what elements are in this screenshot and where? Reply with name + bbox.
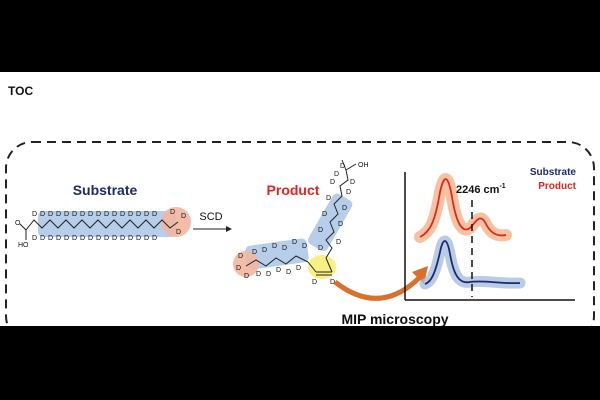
deuterium-atom: D xyxy=(152,211,157,218)
deuterium-atom: D xyxy=(64,211,69,218)
technique-label: MIP microscopy xyxy=(341,311,448,326)
deuterium-atom: D xyxy=(302,243,307,250)
deuterium-atom: D xyxy=(120,211,125,218)
deuterium-atom: D xyxy=(256,271,261,278)
deuterium-atom: D xyxy=(276,267,281,274)
deuterium-atom: D xyxy=(322,211,327,218)
deuterium-atom: D xyxy=(330,279,335,286)
double-bond-highlight xyxy=(308,255,336,279)
deuterium-atom: D xyxy=(56,235,61,242)
deuterium-atom: D xyxy=(96,235,101,242)
deuterium-atom: D xyxy=(48,211,53,218)
deuterium-atom: D xyxy=(342,205,347,212)
toc-label: TOC xyxy=(8,84,34,98)
deuterium-atom: D xyxy=(252,249,257,256)
curved-arrow xyxy=(333,275,422,301)
deuterium-atom: D xyxy=(318,245,323,252)
substrate-spectrum-line xyxy=(424,240,521,285)
product-oh-atom: OH xyxy=(358,162,369,169)
product-terminal-highlight xyxy=(233,251,259,277)
deuterium-atom: D xyxy=(334,171,339,178)
substrate-chain-highlight xyxy=(38,211,176,237)
deuterium-atom: D xyxy=(32,235,37,242)
substrate-carbonyl-bond xyxy=(19,223,27,231)
deuterium-atom: D xyxy=(136,211,141,218)
deuterium-atom: D xyxy=(338,221,343,228)
deuterium-atom: D xyxy=(340,163,345,170)
legend-substrate: Substrate xyxy=(530,167,577,178)
reaction-arrowhead xyxy=(226,226,232,232)
deuterium-atom: D xyxy=(128,211,133,218)
product-title: Product xyxy=(267,182,320,198)
product-carboxyl-bond xyxy=(345,163,357,171)
deuterium-atom: D xyxy=(181,213,186,220)
deuterium-atom: D xyxy=(136,235,141,242)
substrate-chain xyxy=(25,219,179,231)
deuterium-atom: D xyxy=(72,211,77,218)
product-lower-chain xyxy=(245,255,309,267)
deuterium-atom: D xyxy=(112,235,117,242)
deuterium-atom: D xyxy=(176,229,181,236)
deuterium-atom: D xyxy=(96,211,101,218)
toc-graphic: Substrate O HO DDDDDDDDDDDDDDDDDDDDDDDDD… xyxy=(5,141,595,326)
product-spectrum-line xyxy=(419,178,507,238)
deuterium-atom: D xyxy=(238,253,243,260)
deuterium-atom: D xyxy=(88,211,93,218)
deuterium-atom: D xyxy=(80,211,85,218)
deuterium-atom: D xyxy=(272,243,277,250)
deuterium-atom: D xyxy=(152,235,157,242)
product-bond-a xyxy=(307,261,317,273)
deuterium-atom: D xyxy=(244,273,249,280)
product-upper-chain xyxy=(325,169,349,259)
deuterium-atom: D xyxy=(112,211,117,218)
deuterium-atom: D xyxy=(330,179,335,186)
deuterium-atom: D xyxy=(72,235,77,242)
product-lower-chain-highlight xyxy=(245,238,309,270)
deuterium-atom: D xyxy=(350,179,355,186)
deuterium-atom: D xyxy=(144,235,149,242)
deuterium-atom: D xyxy=(292,239,297,246)
deuterium-atom: D xyxy=(80,235,85,242)
substrate-terminal-highlight xyxy=(161,207,191,237)
deuterium-atom: D xyxy=(40,235,45,242)
deuterium-atom: D xyxy=(128,235,133,242)
enzyme-label: SCD xyxy=(199,211,222,223)
deuterium-atom: D xyxy=(318,227,323,234)
deuterium-atom: D xyxy=(266,271,271,278)
dashed-frame xyxy=(5,141,595,326)
deuterium-atom: D xyxy=(120,235,125,242)
deuterium-atom: D xyxy=(346,189,351,196)
deuterium-atom: D xyxy=(296,265,301,272)
deuterium-atom: D xyxy=(56,211,61,218)
deuterium-atom: D xyxy=(64,235,69,242)
deuterium-atom: D xyxy=(170,209,175,216)
peak-label: 2246 cm-1 xyxy=(456,183,506,196)
deuterium-atom: D xyxy=(312,279,317,286)
deuterium-atom: D xyxy=(336,239,341,246)
substrate-o-atom: O xyxy=(15,220,21,227)
product-bond-b xyxy=(325,257,333,273)
deuterium-atom: D xyxy=(40,211,45,218)
deuterium-atom: D xyxy=(104,211,109,218)
product-carbonyl-bond xyxy=(341,159,347,171)
deuterium-atom: D xyxy=(32,211,37,218)
substrate-ho-atom: HO xyxy=(18,242,29,249)
deuterium-atom: D xyxy=(88,235,93,242)
deuterium-atom: D xyxy=(286,269,291,276)
deuterium-atom: D xyxy=(48,235,53,242)
legend-product: Product xyxy=(538,181,576,192)
deuterium-atom: D xyxy=(282,245,287,252)
deuterium-atom: D xyxy=(236,265,241,272)
deuterium-atom: D xyxy=(104,235,109,242)
substrate-title: Substrate xyxy=(73,182,138,198)
deuterium-atom: D xyxy=(262,247,267,254)
deuterium-atom: D xyxy=(326,195,331,202)
deuterium-atom: D xyxy=(144,211,149,218)
